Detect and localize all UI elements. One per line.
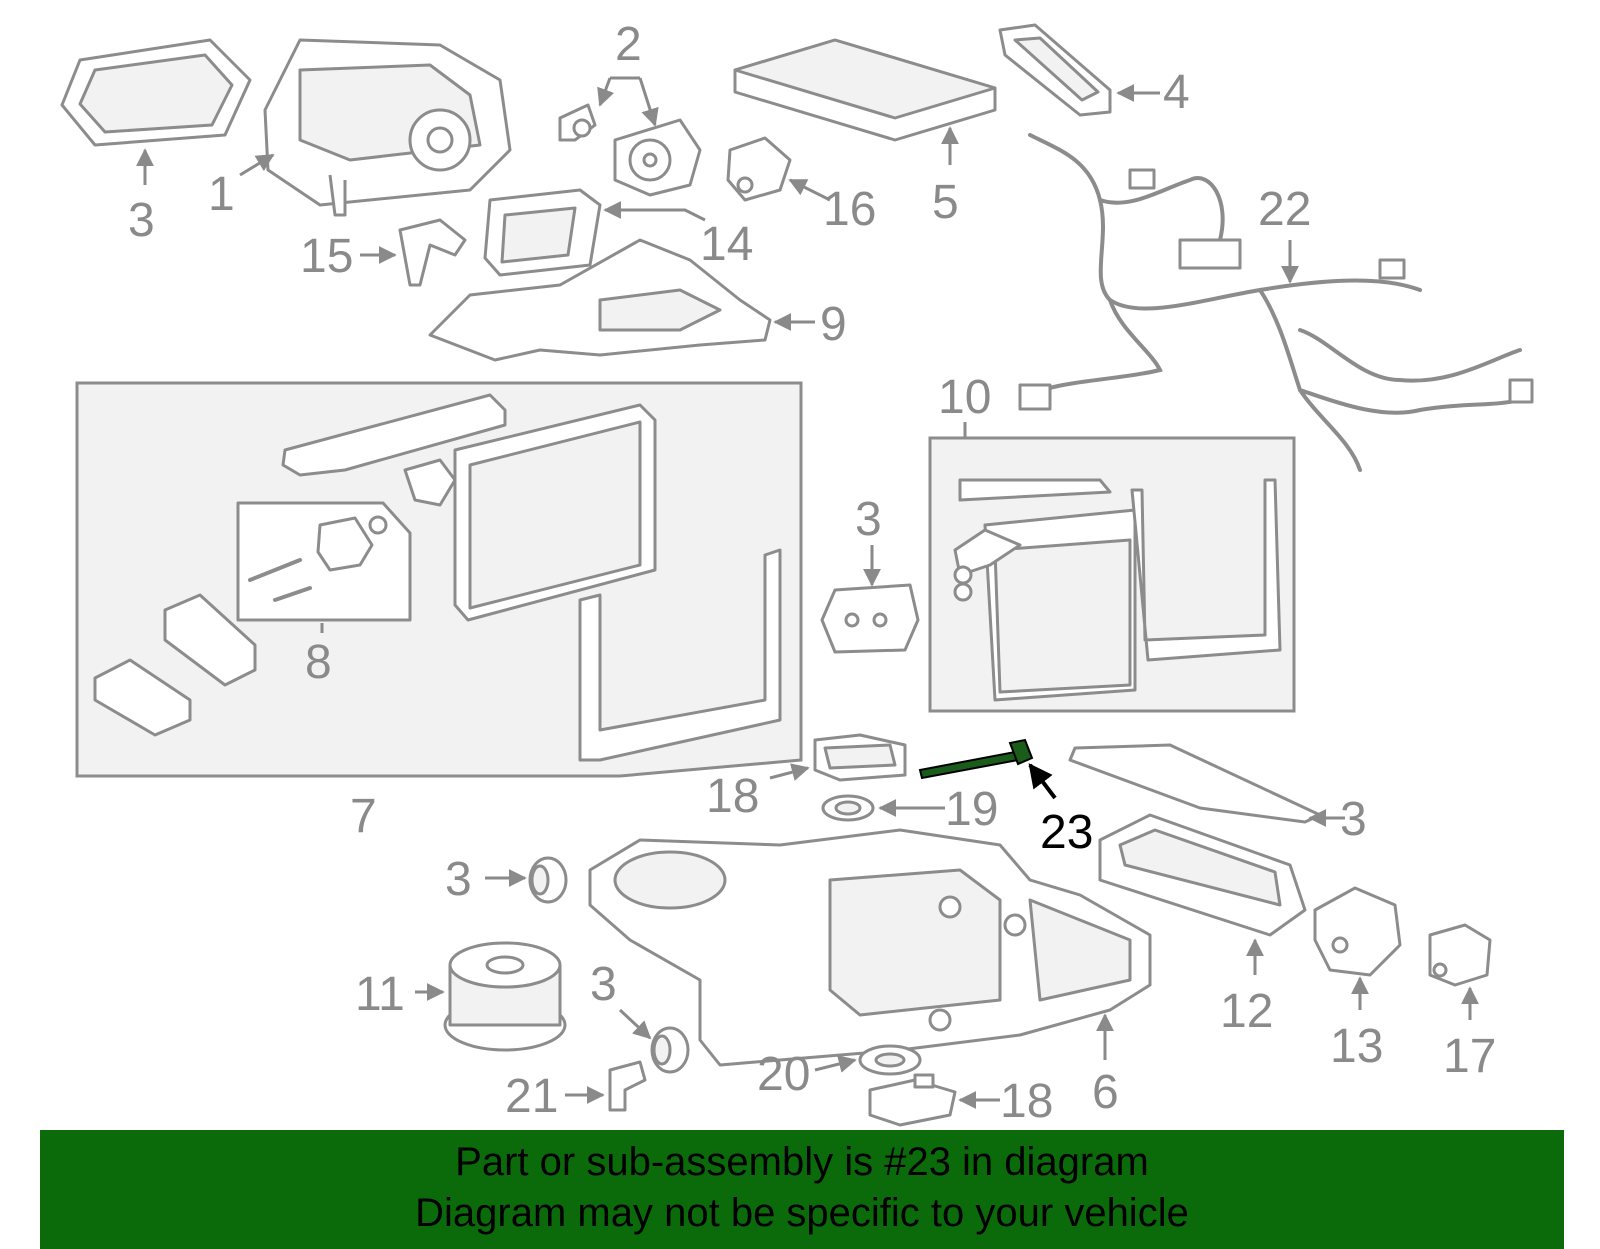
callout-7: 7 <box>350 790 377 843</box>
callout-4: 4 <box>1163 66 1190 119</box>
info-banner: Part or sub-assembly is #23 in diagram D… <box>40 1130 1564 1249</box>
callout-23: 23 <box>1040 806 1093 859</box>
part-3-seal-mid <box>820 583 920 654</box>
callout-3-right: 3 <box>1340 793 1367 846</box>
part-2-actuator-small <box>558 103 597 142</box>
part-4-bracket <box>998 23 1112 117</box>
part-9-duct <box>428 238 772 362</box>
part-2-actuator-disc <box>613 118 702 197</box>
part-15-clip <box>398 218 467 287</box>
part-21-drain-tube <box>608 1060 647 1112</box>
part-23-screw <box>918 738 1034 780</box>
part-3-grommet-left <box>528 856 568 904</box>
callout-19: 19 <box>945 783 998 836</box>
callout-11: 11 <box>355 968 405 1021</box>
callout-2: 2 <box>615 18 642 71</box>
callout-9: 9 <box>820 298 847 351</box>
callout-15: 15 <box>300 230 353 283</box>
callout-3: 3 <box>128 194 155 247</box>
banner-line-2: Diagram may not be specific to your vehi… <box>415 1191 1189 1235</box>
callout-10: 10 <box>938 371 991 424</box>
callout-14: 14 <box>700 218 753 271</box>
callout-16: 16 <box>823 183 876 236</box>
callout-21: 21 <box>505 1070 558 1123</box>
part-10-kit-box <box>928 436 1296 713</box>
callout-3-left: 3 <box>445 853 472 906</box>
callout-6: 6 <box>1092 1066 1119 1119</box>
callout-3-bottom: 3 <box>590 958 617 1011</box>
callout-3-mid: 3 <box>855 493 882 546</box>
part-5-cabin-filter <box>733 38 997 142</box>
callout-18-bottom: 18 <box>1000 1075 1053 1128</box>
callout-17: 17 <box>1443 1030 1496 1083</box>
part-6-main-case <box>588 828 1152 1067</box>
part-22-wiring-harness <box>1018 133 1534 472</box>
callout-13: 13 <box>1330 1020 1383 1073</box>
banner-line-1: Part or sub-assembly is #23 in diagram <box>455 1140 1149 1184</box>
callout-1: 1 <box>208 168 235 221</box>
part-20-seal <box>858 1044 922 1076</box>
part-7-kit-box <box>75 381 803 778</box>
part-19-grommet <box>821 794 875 822</box>
part-1-upper-housing <box>263 38 512 217</box>
part-3-seal-top <box>60 38 252 147</box>
part-17-actuator <box>1428 923 1492 987</box>
part-3-grommet-bottom <box>650 1026 690 1074</box>
callout-8: 8 <box>305 636 332 689</box>
part-3-gasket-right <box>1068 743 1322 824</box>
callout-5: 5 <box>932 176 959 229</box>
callout-12: 12 <box>1220 985 1273 1038</box>
part-18-actuator-top <box>813 733 907 782</box>
part-14-control-module <box>483 188 602 277</box>
callout-22: 22 <box>1258 183 1311 236</box>
part-16-actuator <box>726 136 792 202</box>
part-13-actuator <box>1313 886 1402 977</box>
callout-18-top: 18 <box>706 770 759 823</box>
callout-20: 20 <box>757 1048 810 1101</box>
part-12-duct-assembly <box>1098 813 1307 937</box>
part-11-blower-motor <box>443 941 567 1052</box>
part-18-actuator-bottom <box>868 1073 957 1127</box>
